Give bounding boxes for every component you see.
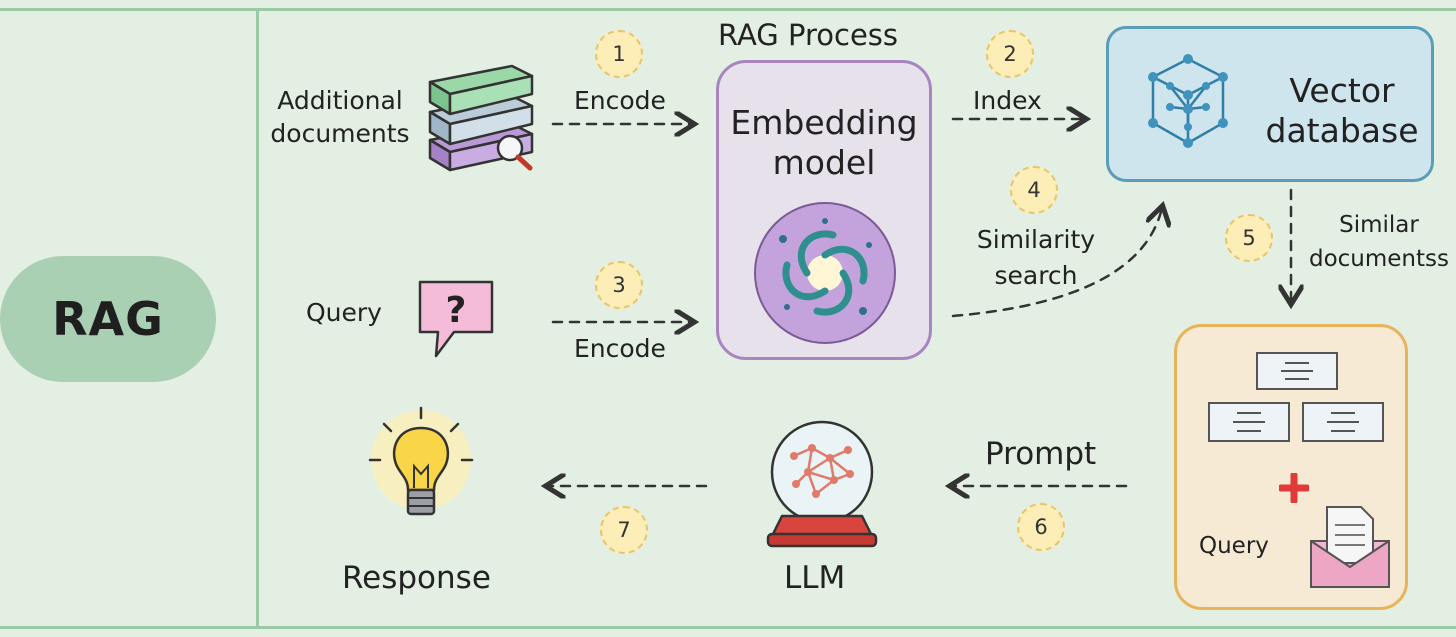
frame-top-line xyxy=(0,8,1456,11)
step-badge-3: 3 xyxy=(595,261,643,309)
process-title: RAG Process xyxy=(718,18,899,52)
augmented-context-node: Query xyxy=(1174,324,1408,610)
similar-docs-label: Similar documentss xyxy=(1308,212,1449,272)
step-badge-7: 7 xyxy=(600,506,648,554)
step-badge-5: 5 xyxy=(1225,214,1273,262)
vector-database-label: Vector database xyxy=(1265,71,1419,150)
llm-label: LLM xyxy=(784,560,846,596)
network-cube-icon xyxy=(1148,54,1228,148)
lightbulb-icon xyxy=(368,406,474,516)
similarity-search-label: Similarity search xyxy=(976,225,1096,290)
encode-query-label: Encode xyxy=(574,334,666,363)
frame-bottom-line xyxy=(0,626,1456,629)
books-with-magnifier-icon xyxy=(428,64,534,172)
crystal-ball-neural-network-icon xyxy=(766,420,878,548)
prompt-label: Prompt xyxy=(985,436,1097,472)
response-label: Response xyxy=(342,560,491,596)
question-speech-bubble-icon: ? xyxy=(418,280,494,358)
step-badge-2: 2 xyxy=(986,30,1034,78)
query-label: Query xyxy=(306,298,382,327)
step-badge-6: 6 xyxy=(1017,503,1065,551)
step-badge-4: 4 xyxy=(1010,166,1058,214)
vector-database-node: Vector database xyxy=(1106,26,1434,182)
svg-text:?: ? xyxy=(446,290,467,331)
encode-docs-label: Encode xyxy=(574,86,666,115)
step-badge-1: 1 xyxy=(595,30,643,78)
embedding-model-label: Embedding model xyxy=(730,103,918,182)
document-cards-icon xyxy=(1208,352,1384,442)
documents-label: Additional documents xyxy=(270,86,410,148)
rag-side-title: RAG xyxy=(0,256,216,382)
spiral-galaxy-icon xyxy=(754,202,896,344)
embedding-model-node: Embedding model xyxy=(716,60,932,360)
plus-icon xyxy=(1279,473,1309,503)
envelope-icon xyxy=(1310,506,1390,588)
context-query-label: Query xyxy=(1199,533,1269,559)
section-divider xyxy=(256,8,259,629)
index-label: Index xyxy=(973,86,1042,115)
